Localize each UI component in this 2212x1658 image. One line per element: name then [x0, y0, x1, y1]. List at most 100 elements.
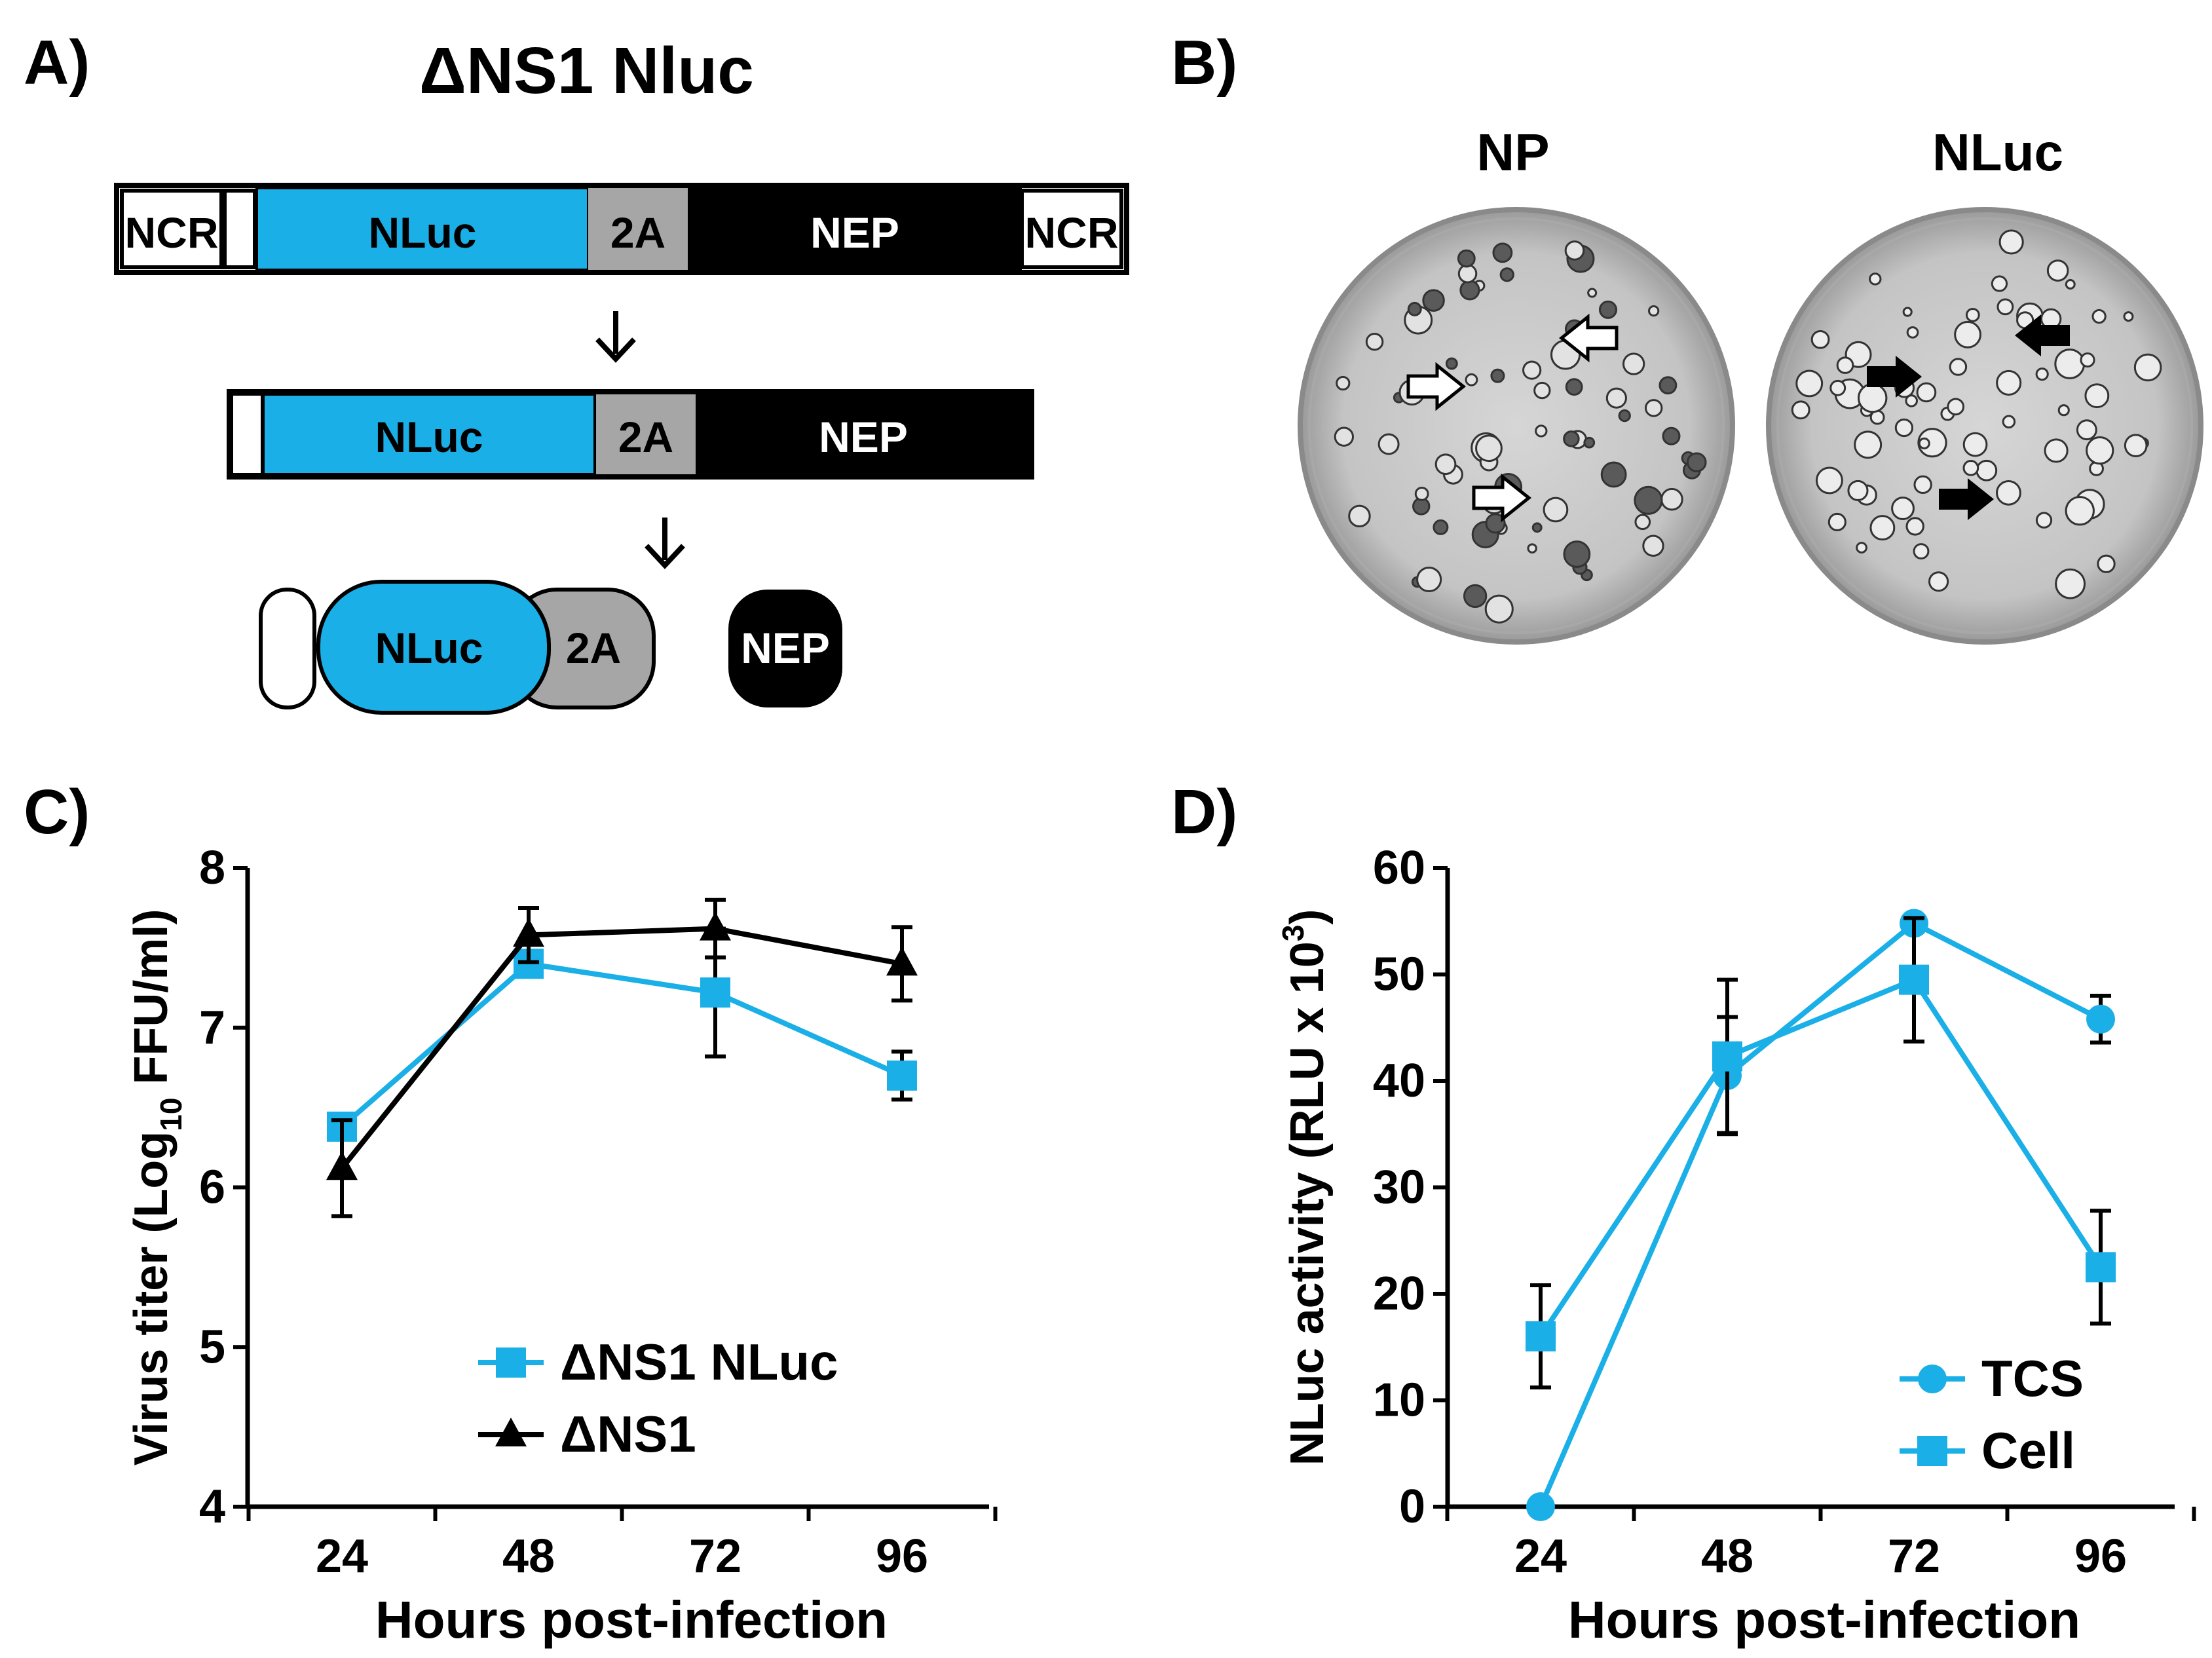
plaque — [1869, 515, 1896, 541]
plaque — [1622, 352, 1645, 375]
plaque — [1414, 486, 1429, 501]
plaque — [1434, 453, 1457, 476]
y-axis-title: NLuc activity (RLU x 103) — [1276, 909, 1334, 1466]
y-tick-label: 6 — [199, 1161, 225, 1214]
plaque — [1336, 375, 1351, 391]
legend-marker — [496, 1347, 526, 1378]
data-point — [1899, 964, 1929, 995]
y-tick-label: 20 — [1373, 1268, 1425, 1320]
data-point — [1712, 1041, 1742, 1072]
plaque — [1894, 418, 1914, 438]
y-tick-label: 4 — [199, 1480, 225, 1533]
panel-a-letter: A) — [24, 28, 90, 98]
plaque — [1600, 461, 1627, 488]
construct-1-nluc-box — [255, 187, 590, 271]
plaque — [1996, 369, 2022, 396]
plaque — [1533, 381, 1551, 400]
plate-np — [1298, 207, 1735, 645]
legend-marker — [1917, 1436, 1947, 1466]
construct-1-ncr-left-label: NCR — [125, 208, 219, 257]
data-point — [886, 947, 918, 976]
plaque — [2035, 512, 2053, 529]
plaque — [1857, 383, 1888, 413]
plaque — [1565, 378, 1583, 396]
construct-1-ncr-left-box — [120, 189, 223, 269]
plaque — [1829, 379, 1846, 396]
y-axis-title: Virus titer (Log10 FFU/ml) — [125, 909, 188, 1466]
plaque — [1965, 307, 1980, 322]
black-arrow-icon — [2015, 314, 2070, 356]
plate-nluc-plaques — [1791, 229, 2162, 599]
y-tick-label: 5 — [199, 1321, 225, 1373]
white-arrow-icon — [1558, 313, 1619, 363]
construct-2-2a-label: 2A — [618, 413, 673, 461]
plaque — [1648, 305, 1660, 317]
construct-1-nep-block — [688, 185, 1022, 273]
plaque — [1587, 288, 1598, 298]
plaque — [1891, 497, 1915, 521]
construct-2-nluc-label: NLuc — [375, 413, 483, 461]
plaque — [1913, 543, 1930, 560]
white-arrow-icon — [1472, 473, 1532, 523]
plaque — [1913, 475, 1932, 495]
data-point — [513, 918, 544, 947]
construct-1-spacer-box — [223, 189, 257, 269]
plaque — [1348, 504, 1371, 528]
plate-label-np: NP — [1476, 123, 1549, 181]
legend-label: Cell — [1981, 1422, 2075, 1479]
plaque — [1856, 542, 1867, 554]
product-spacer-shape — [259, 588, 316, 709]
plaque — [2065, 496, 2095, 526]
plaque — [1869, 273, 1882, 286]
x-tick-label: 48 — [502, 1530, 555, 1583]
plaque — [1564, 240, 1585, 261]
plaque — [1918, 437, 1930, 449]
legend-label: ΔNS1 NLuc — [560, 1333, 838, 1391]
plaque — [1976, 459, 1998, 481]
plaque — [1660, 487, 1683, 511]
product-nep-shape — [728, 590, 842, 707]
data-point — [1526, 1492, 1555, 1521]
plaque — [1991, 275, 2008, 292]
legend-marker — [1918, 1365, 1947, 1393]
series-cell — [1526, 916, 2116, 1389]
x-tick-label: 24 — [1514, 1530, 1567, 1583]
series-ns1-nluc — [327, 926, 917, 1142]
plaque — [1949, 358, 1968, 376]
plaque — [1465, 373, 1478, 386]
series-line — [340, 961, 903, 1129]
y-tick-label: 40 — [1373, 1055, 1425, 1107]
plaque — [1484, 594, 1514, 624]
series-line — [1538, 976, 2103, 1338]
x-tick-label: 96 — [876, 1530, 928, 1583]
plaque — [1535, 424, 1548, 438]
construct-1-nluc-label: NLuc — [369, 208, 477, 257]
plaque — [1791, 400, 1810, 420]
plaque — [1563, 430, 1580, 447]
white-arrow-icon — [1406, 362, 1467, 411]
construct-1-ncr-right-box — [1020, 189, 1123, 269]
plaque — [2086, 436, 2114, 465]
plate-np-plaques — [1334, 240, 1707, 624]
panel-c-letter: C) — [24, 777, 90, 847]
plaque — [2054, 349, 2086, 379]
plaque — [2080, 352, 2095, 368]
plaque — [1928, 571, 1949, 592]
plaque — [1634, 485, 1663, 515]
plaque — [2065, 279, 2076, 290]
construct-1-nep-label: NEP — [810, 208, 899, 257]
x-tick-label: 96 — [2074, 1530, 2127, 1583]
product-nep-label: NEP — [741, 624, 830, 672]
construct-1-2a-label: 2A — [610, 208, 665, 257]
plaque — [1996, 480, 2021, 506]
construct-2-nluc-box — [262, 393, 596, 476]
plaque — [1947, 398, 1965, 416]
plaque — [1499, 267, 1514, 282]
plaque — [1433, 519, 1449, 535]
plaque — [2123, 311, 2134, 322]
panel-b: B) NP NLuc — [1171, 28, 2203, 645]
plaque — [1485, 513, 1506, 534]
